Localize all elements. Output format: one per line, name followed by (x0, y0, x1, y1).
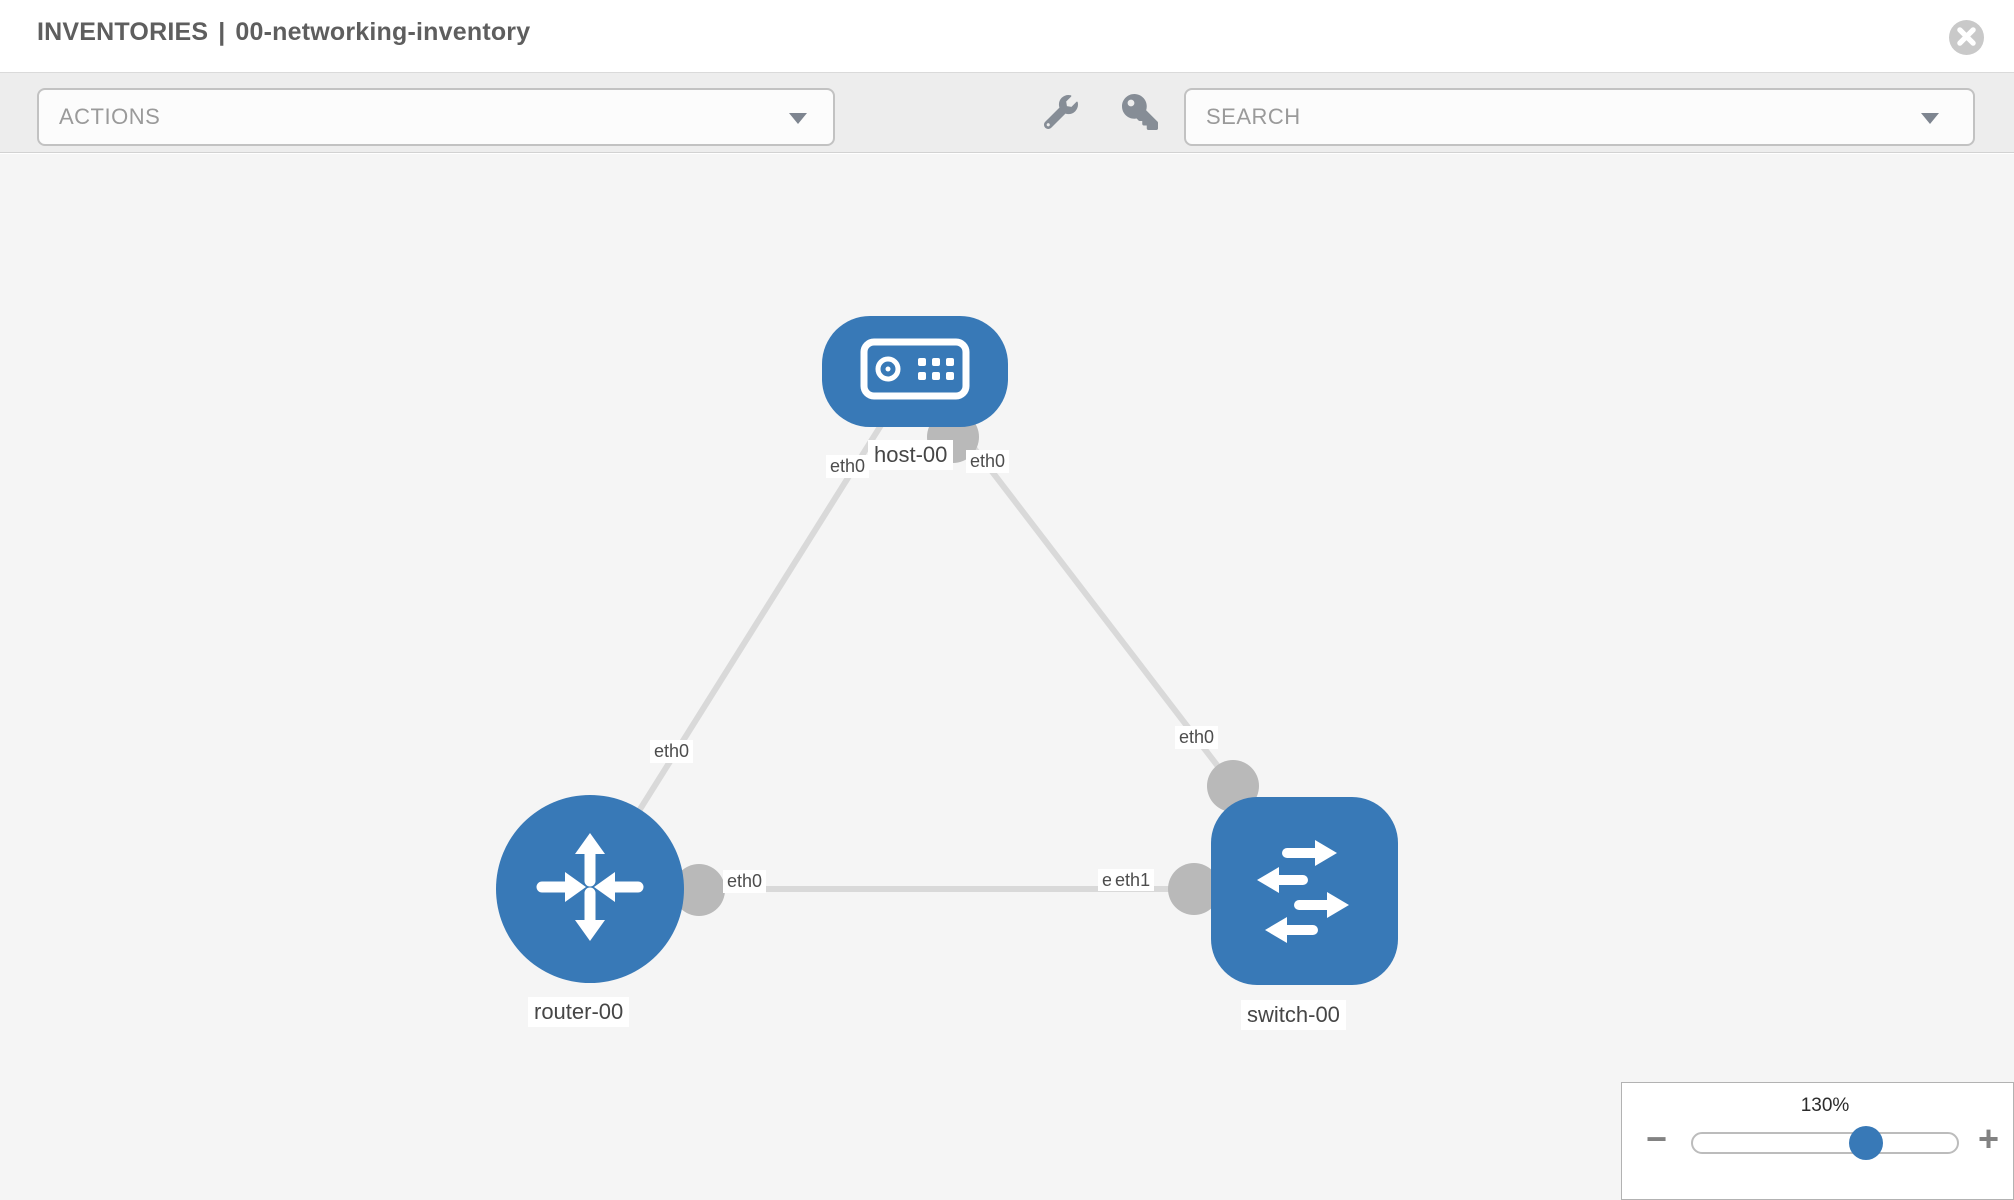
toolbar-tools (1040, 73, 1162, 154)
key-icon (1122, 94, 1158, 133)
interface-bubble-switch-left (1168, 863, 1220, 915)
title-section: INVENTORIES (37, 18, 209, 46)
zoom-level-label: 130% (1800, 1095, 1850, 1116)
interface-bubble-router (673, 864, 725, 916)
minus-icon: − (1646, 1118, 1668, 1159)
router-arrows-icon (530, 827, 650, 952)
search-dropdown[interactable]: SEARCH (1184, 88, 1975, 146)
interface-label-eth0: eth0 (650, 740, 694, 763)
chevron-down-icon (789, 113, 807, 124)
zoom-panel: 130% − + (1621, 1082, 2014, 1200)
interface-label-eth0: eth0 (966, 450, 1010, 473)
zoom-slider-thumb[interactable] (1849, 1126, 1883, 1160)
node-switch-00[interactable] (1211, 797, 1398, 985)
page-title: INVENTORIES | 00-networking-inventory (37, 18, 530, 47)
interface-label-eth0: eth0 (1175, 726, 1219, 749)
server-icon (860, 338, 970, 405)
node-router-00[interactable] (496, 795, 684, 983)
inventory-name: 00-networking-inventory (235, 18, 531, 46)
interface-label-eth0: eth0 (723, 870, 767, 893)
node-host-00[interactable] (822, 316, 1008, 427)
actions-dropdown[interactable]: ACTIONS (37, 88, 835, 146)
chevron-down-icon (1921, 113, 1939, 124)
toolbar: ACTIONS SEARCH (0, 72, 2014, 153)
node-label-switch-00: switch-00 (1241, 1000, 1346, 1030)
search-dropdown-label: SEARCH (1206, 104, 1301, 129)
wrench-tool-button[interactable] (1040, 91, 1082, 136)
key-tool-button[interactable] (1118, 90, 1162, 137)
close-icon (1957, 26, 1976, 49)
header: INVENTORIES | 00-networking-inventory (0, 0, 2014, 72)
plus-icon: + (1977, 1118, 1999, 1159)
topology-canvas[interactable]: host-00 router-00 switch-00 eth0 eth0 et… (0, 154, 2014, 1200)
topology-edges (587, 369, 1259, 916)
node-label-host-00: host-00 (868, 440, 954, 470)
title-separator: | (218, 18, 226, 46)
switch-arrows-icon (1245, 827, 1365, 956)
zoom-in-button[interactable]: + (1978, 1121, 1999, 1157)
node-label-router-00: router-00 (528, 997, 630, 1027)
close-button[interactable] (1949, 20, 1984, 55)
wrench-icon (1043, 95, 1078, 132)
zoom-out-button[interactable]: − (1646, 1121, 1667, 1157)
actions-dropdown-label: ACTIONS (59, 104, 161, 129)
interface-label-eth0: eth0 (826, 455, 870, 478)
interface-label-eth1: eth1 (1111, 869, 1155, 891)
zoom-slider-track[interactable] (1691, 1126, 1959, 1160)
